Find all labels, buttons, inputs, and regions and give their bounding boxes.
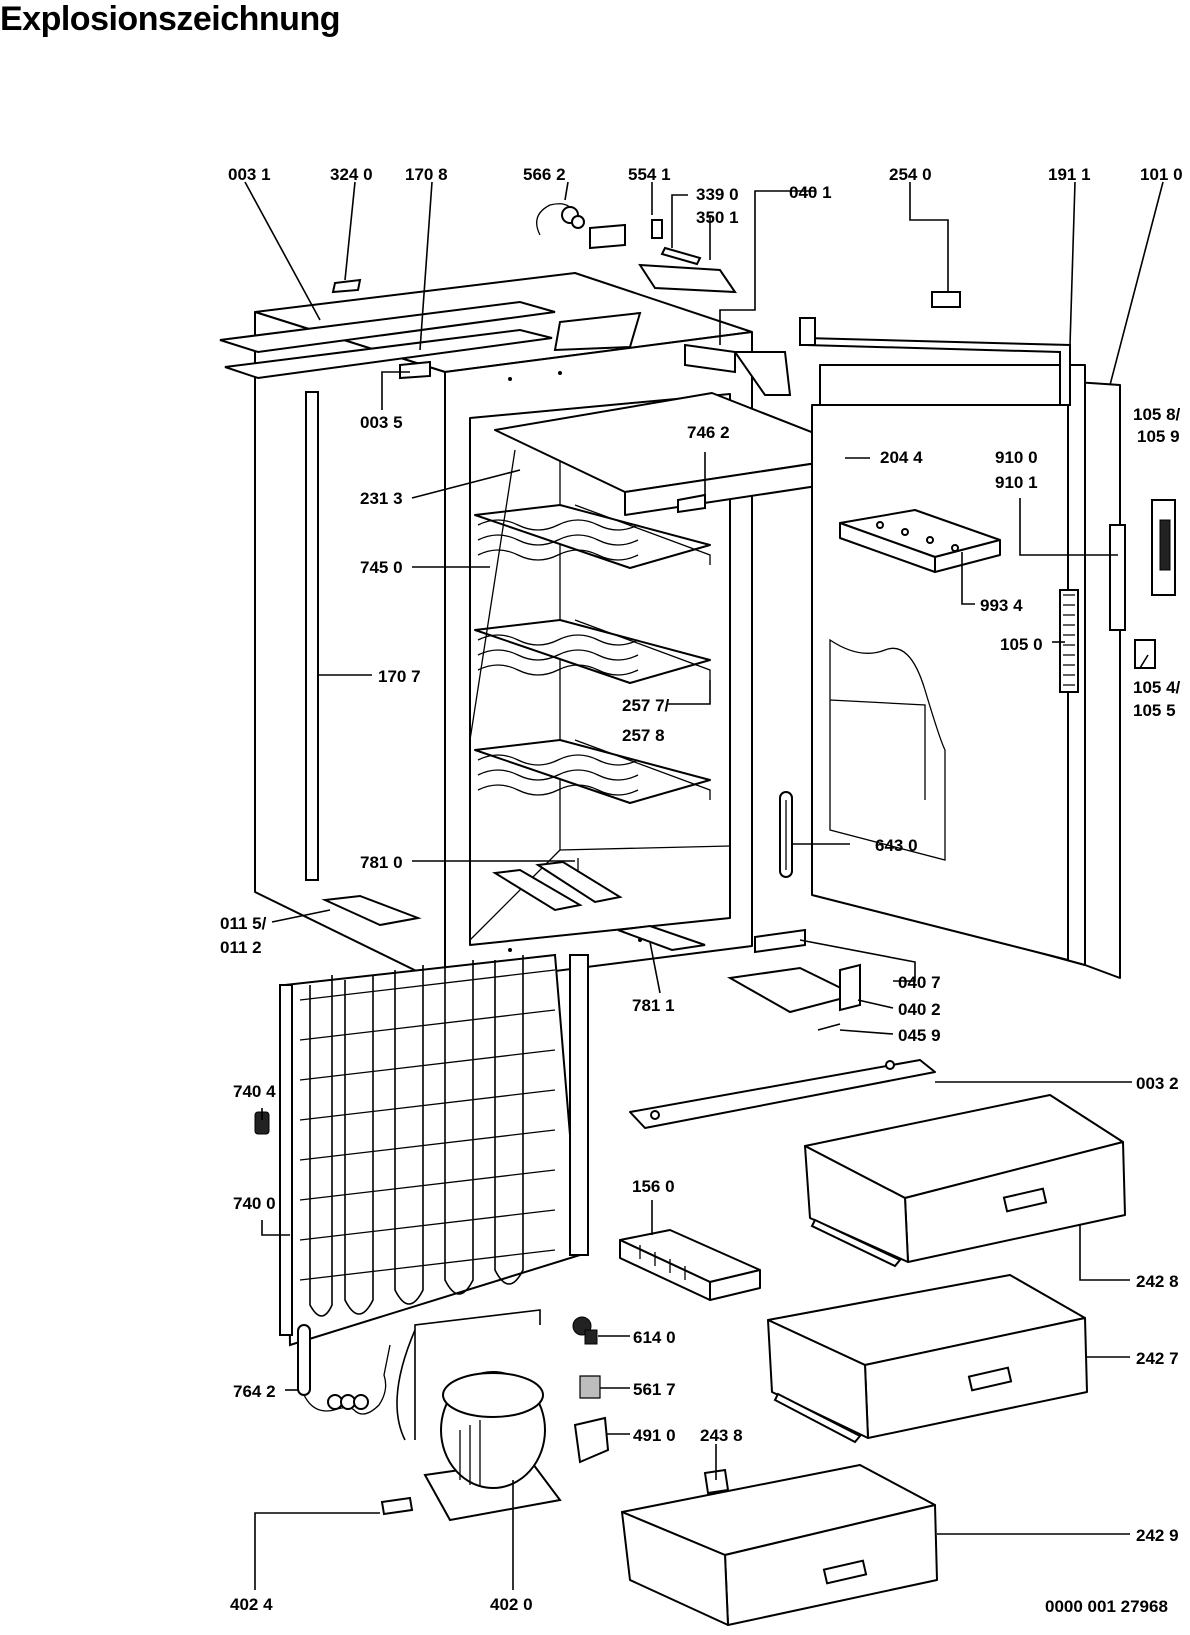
- label-643-0: 643 0: [875, 836, 918, 855]
- label-011-5: 011 5/: [220, 914, 267, 933]
- label-003-1: 003 1: [228, 165, 271, 184]
- door: [779, 337, 1121, 979]
- cabinet-floor: [321, 858, 706, 952]
- label-402-4: 402 4: [230, 1595, 273, 1614]
- top-rails: [219, 278, 556, 380]
- label-402-0: 402 0: [490, 1595, 533, 1614]
- label-040-2: 040 2: [898, 1000, 941, 1019]
- label-566-2: 566 2: [523, 165, 566, 184]
- label-350-1: 350 1: [696, 208, 739, 227]
- label-746-2: 746 2: [687, 423, 730, 442]
- label-003-2: 003 2: [1136, 1074, 1179, 1093]
- label-324-0: 324 0: [330, 165, 373, 184]
- label-257-7: 257 7/: [622, 696, 670, 715]
- label-764-2: 764 2: [233, 1382, 276, 1401]
- label-242-9: 242 9: [1136, 1526, 1179, 1545]
- label-156-0: 156 0: [632, 1177, 675, 1196]
- condenser: [279, 953, 589, 1347]
- base-plate: [629, 1059, 936, 1129]
- wire-shelf-2: [474, 619, 711, 684]
- label-105-4: 105 4/: [1133, 678, 1181, 697]
- ice-tray: [619, 1229, 761, 1301]
- label-242-7: 242 7: [1136, 1349, 1179, 1368]
- wire-shelves: [469, 449, 711, 804]
- label-491-0: 491 0: [633, 1426, 676, 1445]
- label-554-1: 554 1: [628, 165, 671, 184]
- label-257-8: 257 8: [622, 726, 665, 745]
- compressor-small-parts: [254, 1111, 610, 1516]
- label-003-5: 003 5: [360, 413, 403, 432]
- label-614-0: 614 0: [633, 1328, 676, 1347]
- label-105-0: 105 0: [1000, 635, 1043, 654]
- label-910-1: 910 1: [995, 473, 1038, 492]
- label-040-1: 040 1: [789, 183, 832, 202]
- label-243-8: 243 8: [700, 1426, 743, 1445]
- label-101-0: 101 0: [1140, 165, 1183, 184]
- part-labels: 003 1 324 0 170 8 566 2 554 1 339 0 350 …: [220, 165, 1183, 1616]
- label-170-8: 170 8: [405, 165, 448, 184]
- leader-lines: [244, 181, 1164, 1590]
- label-105-5: 105 5: [1133, 701, 1176, 720]
- page-title: Explosionszeichnung: [0, 0, 340, 38]
- bottom-hinge: [726, 928, 861, 1031]
- drawer-2: [767, 1274, 1088, 1444]
- label-339-0: 339 0: [696, 185, 739, 204]
- label-170-7: 170 7: [378, 667, 421, 686]
- label-040-7: 040 7: [898, 973, 941, 992]
- glass-shelf: [494, 392, 871, 516]
- thermostat-controls: [536, 203, 816, 396]
- drawer-3: [621, 1464, 938, 1626]
- label-740-0: 740 0: [233, 1194, 276, 1213]
- label-745-0: 745 0: [360, 558, 403, 577]
- label-045-9: 045 9: [898, 1026, 941, 1045]
- label-011-2: 011 2: [220, 938, 262, 957]
- label-105-8: 105 8/: [1133, 405, 1181, 424]
- label-204-4: 204 4: [880, 448, 923, 467]
- compressor: [297, 1309, 562, 1522]
- label-105-9: 105 9: [1137, 427, 1180, 446]
- wire-shelf-1: [474, 504, 711, 569]
- label-231-3: 231 3: [360, 489, 403, 508]
- drawer-1: [804, 1094, 1126, 1268]
- label-781-0: 781 0: [360, 853, 403, 872]
- label-191-1: 191 1: [1048, 165, 1091, 184]
- hinge-hardware: [931, 291, 1176, 669]
- drawing-number: 0000 001 27968: [1045, 1597, 1168, 1616]
- wire-shelf-3: [474, 739, 711, 804]
- label-242-8: 242 8: [1136, 1272, 1179, 1291]
- label-781-1: 781 1: [632, 996, 675, 1015]
- label-254-0: 254 0: [889, 165, 932, 184]
- label-740-4: 740 4: [233, 1082, 276, 1101]
- label-561-7: 561 7: [633, 1380, 676, 1399]
- label-993-4: 993 4: [980, 596, 1023, 615]
- label-910-0: 910 0: [995, 448, 1038, 467]
